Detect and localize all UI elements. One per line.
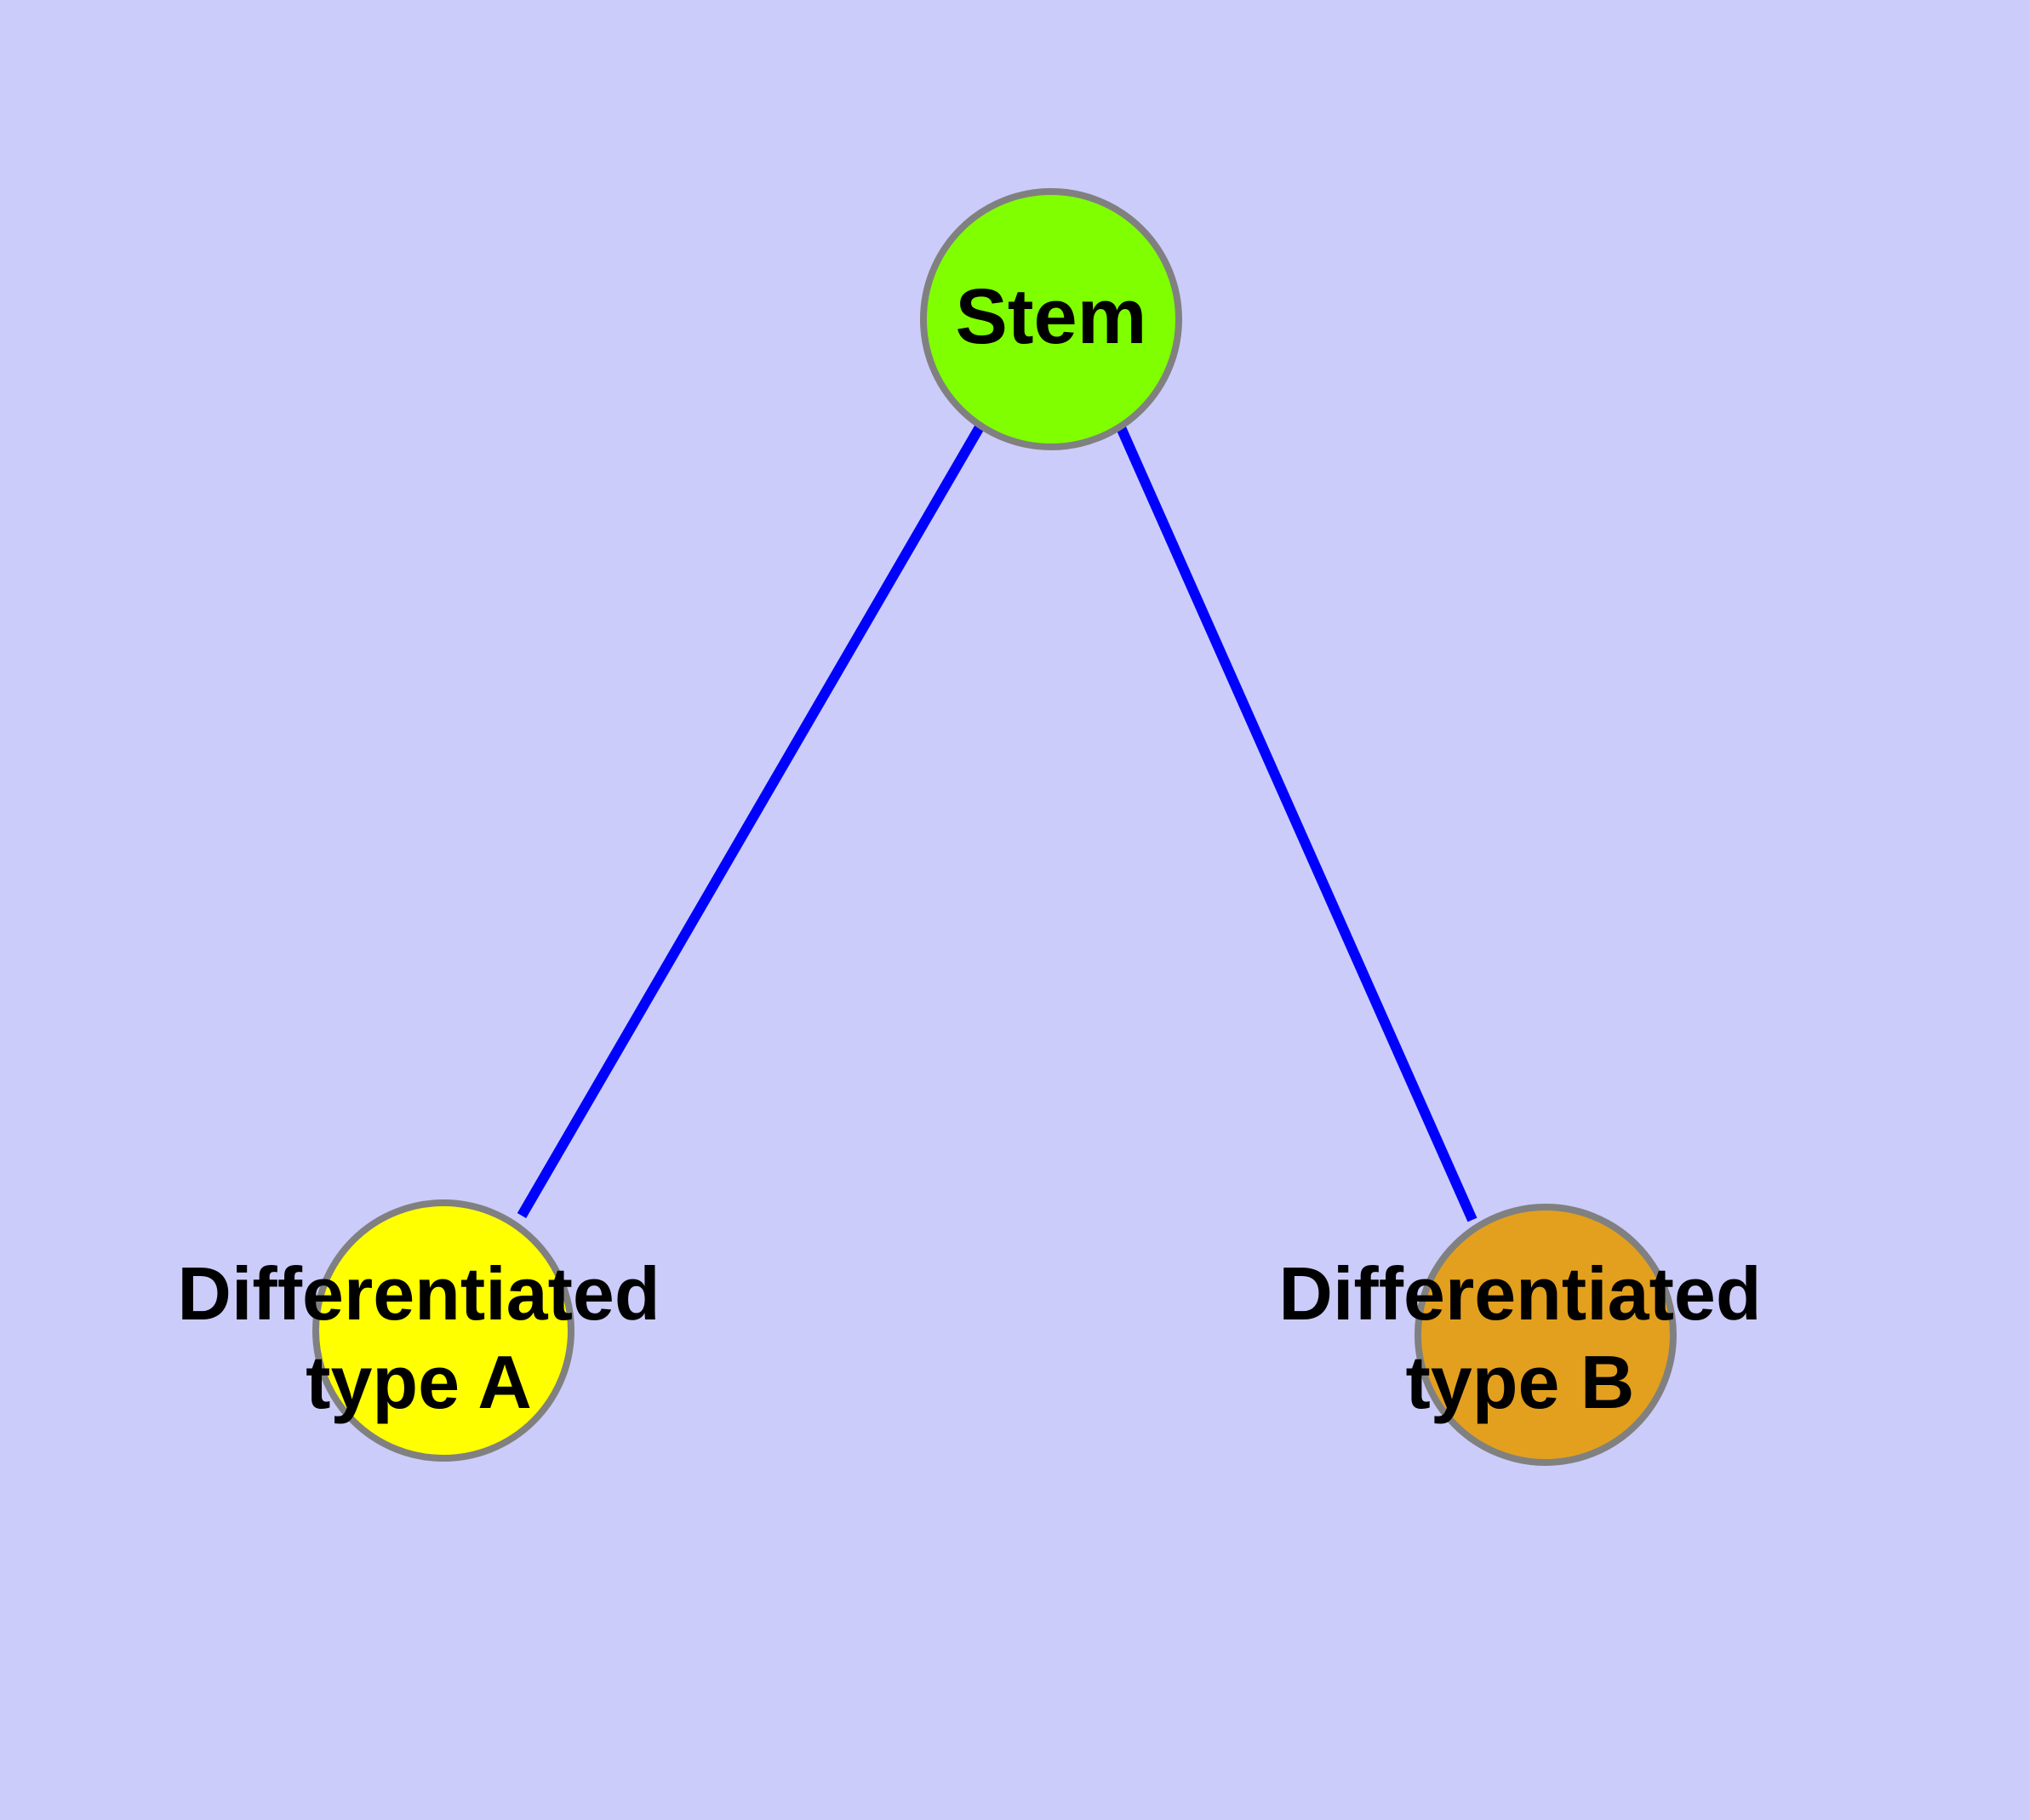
node-stem-label: Stem — [956, 273, 1147, 360]
label-line: Differentiated — [1278, 1251, 1761, 1336]
node-diff-b-circle[interactable] — [1415, 1204, 1677, 1466]
edge-stem-to-diff-b[interactable] — [1115, 423, 1477, 1222]
node-layer — [312, 188, 1677, 1466]
node-stem[interactable] — [920, 188, 1182, 450]
label-line: Stem — [956, 273, 1147, 360]
node-diff-b[interactable] — [1415, 1204, 1677, 1466]
label-line: type B — [1406, 1340, 1635, 1424]
node-diff-a[interactable] — [312, 1199, 574, 1462]
edge-layer — [517, 422, 1477, 1222]
label-line: type A — [306, 1340, 532, 1424]
node-diff-a-circle[interactable] — [312, 1199, 574, 1462]
edge-stem-to-diff-a[interactable] — [517, 422, 986, 1219]
node-stem-circle[interactable] — [920, 188, 1182, 450]
label-line: Differentiated — [177, 1251, 660, 1336]
